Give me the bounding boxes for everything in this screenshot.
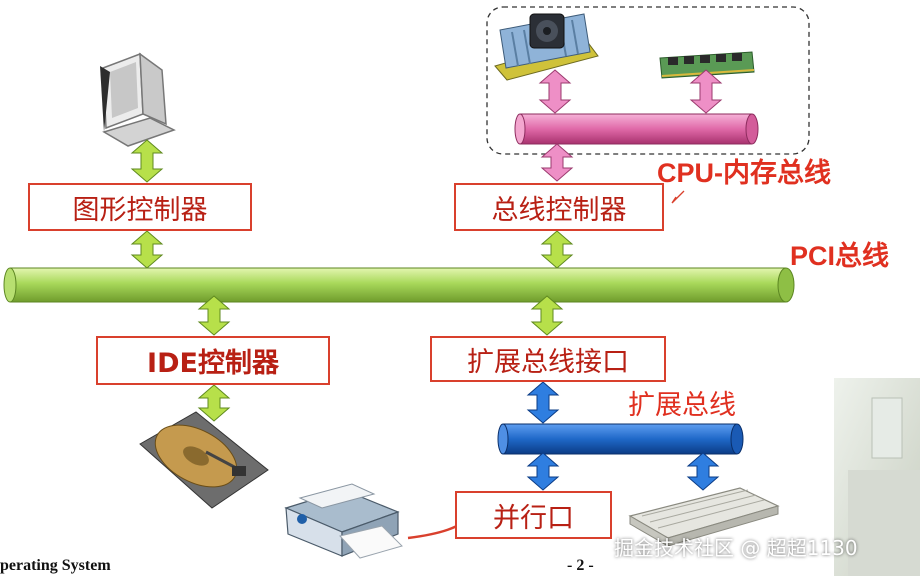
arrow-extbus-keyboard bbox=[686, 452, 720, 491]
watermark-text: 掘金技术社区 @ 超超1130 bbox=[614, 536, 858, 560]
course-footer: perating System bbox=[0, 557, 111, 574]
ide-controller-box: IDE控制器 bbox=[96, 336, 330, 385]
arrow-pci-ide bbox=[197, 295, 231, 336]
memory-module-icon bbox=[659, 51, 755, 79]
arrow-membus-buscontroller bbox=[540, 143, 574, 182]
arrow-monitor-graphics bbox=[130, 139, 164, 183]
extension-bus-cylinder bbox=[497, 423, 744, 455]
parallel-port-label: 并行口 bbox=[493, 502, 574, 534]
arrow-graphics-pci bbox=[130, 230, 164, 269]
parallel-port-box: 并行口 bbox=[455, 491, 612, 539]
arrow-memory-membus bbox=[689, 69, 723, 114]
keyboard-icon bbox=[628, 487, 780, 547]
printer-icon bbox=[284, 483, 403, 559]
ext-bus-interface-label: 扩展总线接口 bbox=[467, 346, 629, 378]
cpu-bus-label: CPU-内存总线 bbox=[657, 158, 831, 188]
page-number: - 2 - bbox=[567, 557, 594, 574]
pci-bus-label: PCI总线 bbox=[790, 241, 890, 271]
hard-disk-icon bbox=[139, 411, 269, 509]
monitor-icon bbox=[100, 52, 176, 147]
ext-bus-label: 扩展总线 bbox=[628, 390, 736, 420]
cpu-memory-bus-cylinder bbox=[514, 113, 759, 145]
graphics-controller-box: 图形控制器 bbox=[28, 183, 252, 231]
ide-controller-label: IDE控制器 bbox=[147, 348, 279, 379]
arrow-extbus-parallel bbox=[526, 452, 560, 491]
graphics-controller-label: 图形控制器 bbox=[72, 194, 208, 226]
cursor-mark bbox=[671, 190, 685, 204]
bus-controller-label: 总线控制器 bbox=[491, 194, 627, 226]
cpu-memory-group bbox=[486, 6, 810, 155]
video-thumbnail-photo bbox=[834, 378, 920, 576]
arrow-extinterface-extbus bbox=[526, 381, 560, 424]
bus-controller-box: 总线控制器 bbox=[454, 183, 664, 231]
arrow-pci-extinterface bbox=[530, 295, 564, 336]
pci-bus-cylinder bbox=[3, 267, 795, 303]
ext-bus-interface-box: 扩展总线接口 bbox=[430, 336, 666, 382]
arrow-buscontroller-pci bbox=[540, 230, 574, 269]
cpu-chip-icon bbox=[494, 13, 599, 81]
arrow-cpu-membus bbox=[538, 69, 572, 114]
arrow-ide-disk bbox=[197, 384, 231, 422]
